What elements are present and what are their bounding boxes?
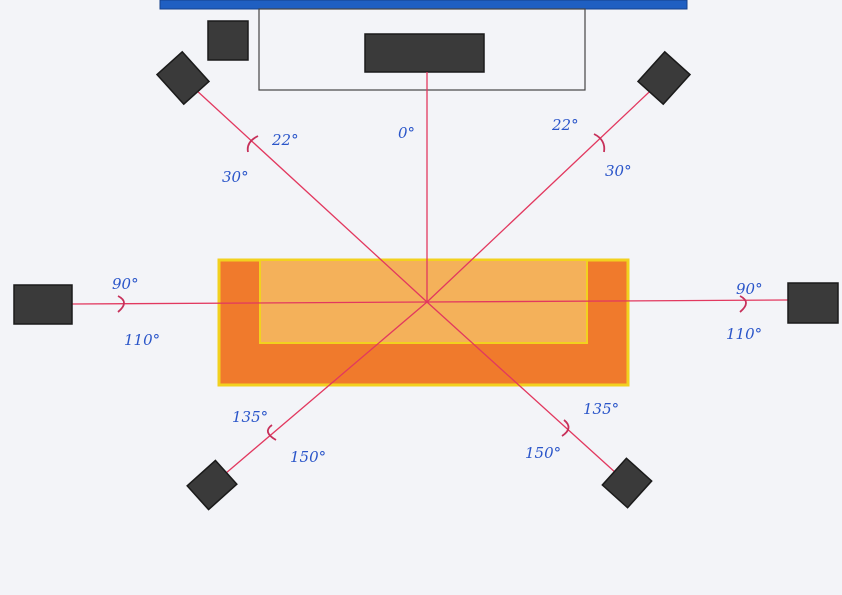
label-rear-right-outer: 150° [525,444,561,462]
label-rear-right-inner: 135° [583,400,619,418]
subwoofer [207,20,249,61]
arc-rear-right [561,419,570,437]
rays [71,72,789,486]
label-front-right-inner: 22° [551,116,579,134]
ray-rear-right [426,301,628,484]
arc-side-left [117,295,125,313]
arc-rear-left [266,424,277,441]
arc-front-right [593,133,606,153]
ray-side-right [426,299,789,303]
rear-right-speaker [601,457,653,509]
center-speaker [364,33,485,73]
label-side-right-inner: 90° [736,280,763,298]
arc-front-left [246,135,259,153]
sofa [217,258,630,387]
side-left-speaker [13,284,73,325]
front-right-speaker [636,50,692,106]
label-front-right-outer: 30° [605,162,632,180]
label-center: 0° [398,124,415,142]
label-side-right-outer: 110° [726,325,762,343]
ray-rear-left [211,301,428,486]
side-right-speaker [787,282,839,324]
ray-side-left [71,301,428,305]
tv-screen [159,0,688,10]
angle-arcs [117,133,747,441]
rear-left-speaker [186,459,238,511]
label-side-left-inner: 90° [112,275,139,293]
tv-cabinet [258,8,586,91]
ray-front-right [426,77,665,303]
arc-side-right [739,295,747,313]
label-rear-left-inner: 135° [232,408,268,426]
angle-labels: 0° 22° 30° 22° 30° 90° 110° 90° 110° 135… [112,116,763,466]
front-left-speaker [155,50,211,106]
speakers [13,50,839,511]
label-side-left-outer: 110° [124,331,160,349]
label-front-left-inner: 22° [271,131,299,149]
label-front-left-outer: 30° [222,168,249,186]
ray-front-left [182,77,428,303]
label-rear-left-outer: 150° [290,448,326,466]
